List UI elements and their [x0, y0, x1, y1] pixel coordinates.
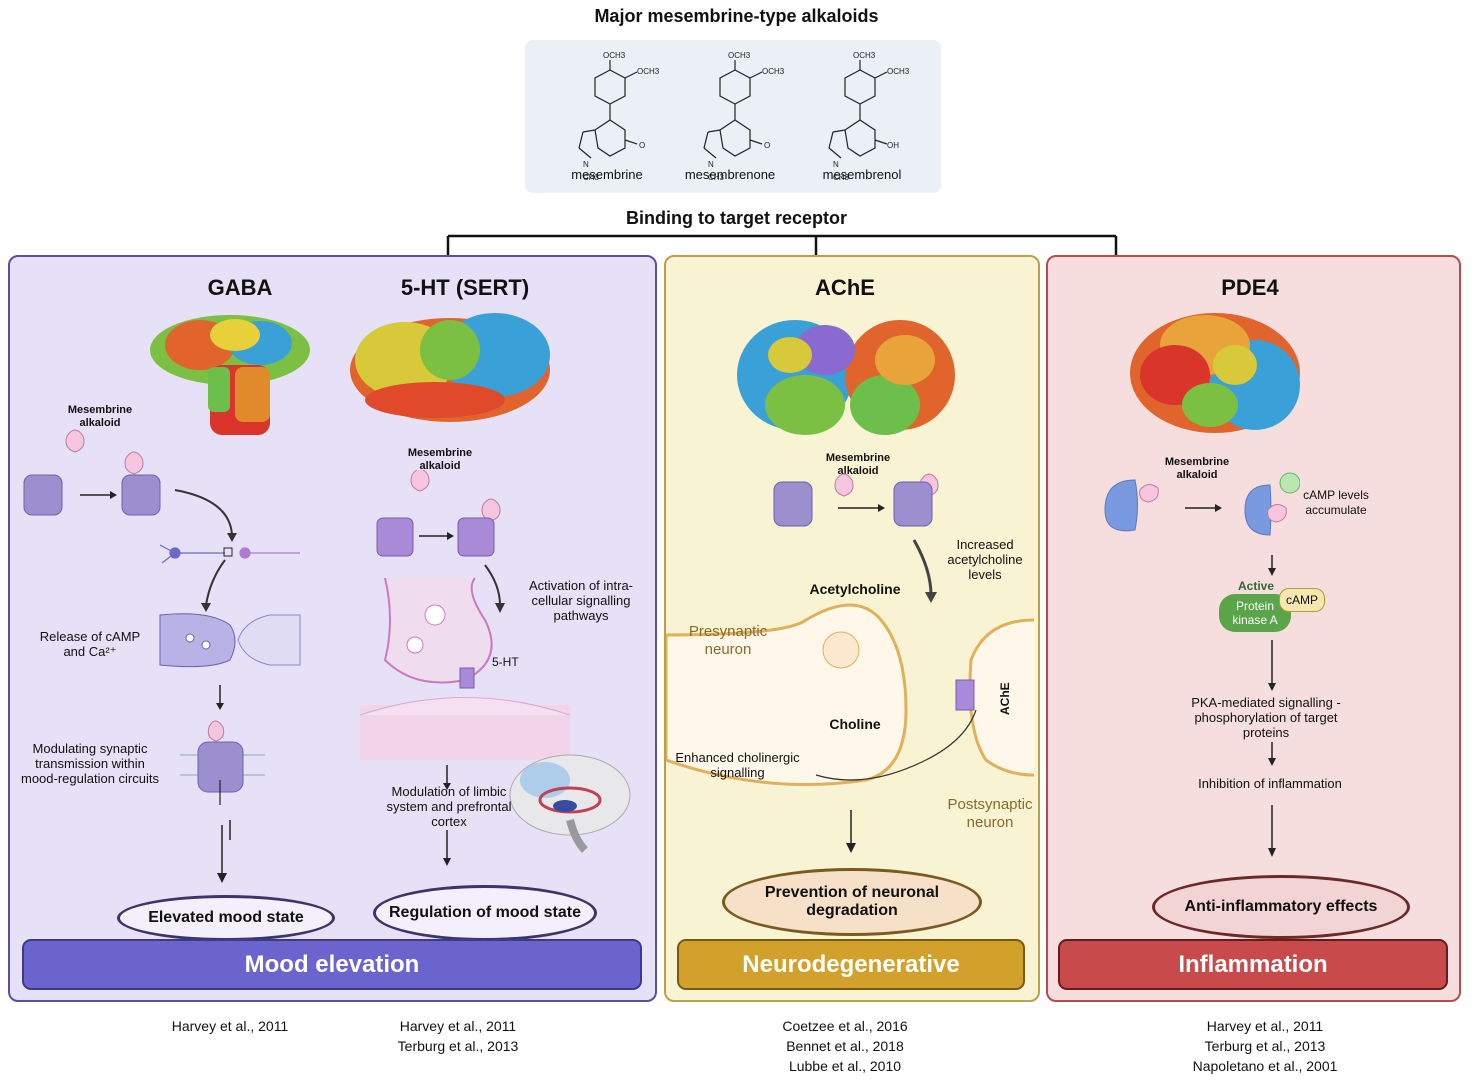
ref-sert-1: Harvey et al., 2011 [399, 1018, 517, 1034]
camp-badge: cAMP [1279, 588, 1325, 612]
mol3-sub-b: OCH3 [887, 67, 910, 76]
inflammation-bar: Inflammation [1058, 939, 1448, 990]
ref-gaba: Harvey et al., 2011 [130, 1016, 330, 1036]
pde4-pathway-schematic [1104, 472, 1300, 857]
anti-inflammatory-ellipse: Anti-inflammatory effects [1152, 875, 1410, 939]
sert-title: 5-HT (SERT) [400, 275, 530, 300]
mol2-sub-b: OCH3 [762, 67, 785, 76]
mol1-me: CH3 [583, 173, 600, 182]
sert-alkaloid-label: Mesembrine alkaloid [407, 447, 473, 472]
prevention-degradation-ellipse: Prevention of neuronal degradation [722, 868, 982, 936]
binding-heading: Binding to target receptor [625, 208, 847, 228]
mol-label-mesembrenone: mesembrenone [684, 167, 776, 182]
mol2-me: CH3 [708, 173, 725, 182]
mol1-sub-b: OCH3 [637, 67, 660, 76]
ache-title: AChE [815, 275, 875, 300]
neurodegenerative-bar: Neurodegenerative [677, 939, 1025, 990]
gaba-title: GABA [207, 275, 273, 300]
ref-pde4-2: Terburg et al., 2013 [1204, 1038, 1326, 1054]
choline-label: Choline [829, 716, 881, 732]
mol-label-mesembrenol: mesembrenol [822, 167, 902, 182]
elevated-mood-ellipse: Elevated mood state [117, 895, 335, 941]
mol3-me: CH3 [833, 173, 850, 182]
pde4-alkaloid-label: Mesembrine alkaloid [1164, 456, 1230, 481]
gaba-protein-structure [150, 315, 310, 435]
ref-ache-1: Coetzee et al., 2016 [782, 1018, 908, 1034]
release-camp-label: Release of cAMP and Ca²⁺ [39, 629, 141, 659]
mol3-group: OH [887, 141, 899, 150]
presynaptic-neuron-label: Presynaptic neuron [688, 623, 768, 658]
ache-synapse-schematic [666, 473, 1035, 853]
mol2-group: O [764, 141, 770, 150]
ache-alkaloid-label: Mesembrine alkaloid [825, 452, 891, 477]
ref-ache-2: Bennet et al., 2018 [786, 1038, 904, 1054]
ref-pde4-1: Harvey et al., 2011 [1206, 1018, 1324, 1034]
mol-label-mesembrine: mesembrine [571, 167, 643, 182]
mol1-sub-a: OCH3 [603, 51, 626, 60]
mol1-group: O [639, 141, 645, 150]
ache-protein-structure [737, 320, 955, 435]
molecule-box: OCH3 OCH3 N CH3 O OCH3 OCH3 N CH3 O OCH3… [525, 40, 941, 193]
increased-ach-label: Increased acetylcholine levels [947, 537, 1023, 582]
gaba-pathway-schematic [23, 429, 301, 840]
ref-ache-3: Lubbe et al., 2010 [788, 1058, 902, 1074]
target-bracket [446, 234, 1118, 255]
enhanced-cholinergic-label: Enhanced cholinergic signalling [675, 750, 800, 780]
active-label: Active [1238, 579, 1275, 593]
sert-protein-structure [350, 313, 550, 422]
gaba-outcome-arrow [217, 825, 227, 883]
mol3-n: N [833, 160, 839, 169]
mol2-n: N [708, 160, 714, 169]
gaba-alkaloid-label: Mesembrine alkaloid [67, 404, 133, 429]
ref-sert: Harvey et al., 2011 Terburg et al., 2013 [358, 1016, 558, 1056]
figure-title: Major mesembrine-type alkaloids [594, 6, 879, 26]
mood-panel [8, 255, 657, 1002]
acetylcholine-label: Acetylcholine [809, 581, 901, 597]
activation-signalling-label: Activation of intra-cellular signalling … [528, 578, 634, 623]
mood-elevation-bar: Mood elevation [22, 939, 642, 990]
inhibition-inflammation-label: Inhibition of inflammation [1198, 776, 1342, 791]
ref-gaba-1: Harvey et al., 2011 [171, 1018, 289, 1034]
sert-pathway-schematic [359, 470, 631, 866]
ref-pde4: Harvey et al., 2011 Terburg et al., 2013… [1165, 1016, 1365, 1076]
modulation-limbic-label: Modulation of limbic system and prefront… [386, 784, 512, 829]
ref-ache: Coetzee et al., 2016 Bennet et al., 2018… [745, 1016, 945, 1076]
regulation-mood-ellipse: Regulation of mood state [373, 885, 597, 941]
ache-enzyme-label: AChE [998, 682, 1012, 715]
ref-pde4-3: Napoletano et al., 2001 [1192, 1058, 1338, 1074]
pka-signalling-label: PKA-mediated signalling - phosphorylatio… [1191, 695, 1341, 740]
pde4-title: PDE4 [1221, 275, 1279, 300]
camp-accumulate-label: cAMP levels accumulate [1303, 488, 1369, 517]
mol2-sub-a: OCH3 [728, 51, 751, 60]
postsynaptic-neuron-label: Postsynaptic neuron [947, 796, 1033, 831]
modulating-synaptic-label: Modulating synaptic transmission within … [20, 741, 159, 786]
mol3-sub-a: OCH3 [853, 51, 876, 60]
mol1-n: N [583, 160, 589, 169]
5ht-label: 5-HT [492, 655, 519, 669]
ref-sert-2: Terburg et al., 2013 [397, 1038, 519, 1054]
molecule-structures: OCH3 OCH3 N CH3 O OCH3 OCH3 N CH3 O OCH3… [578, 51, 910, 182]
pde4-protein-structure [1130, 313, 1300, 433]
